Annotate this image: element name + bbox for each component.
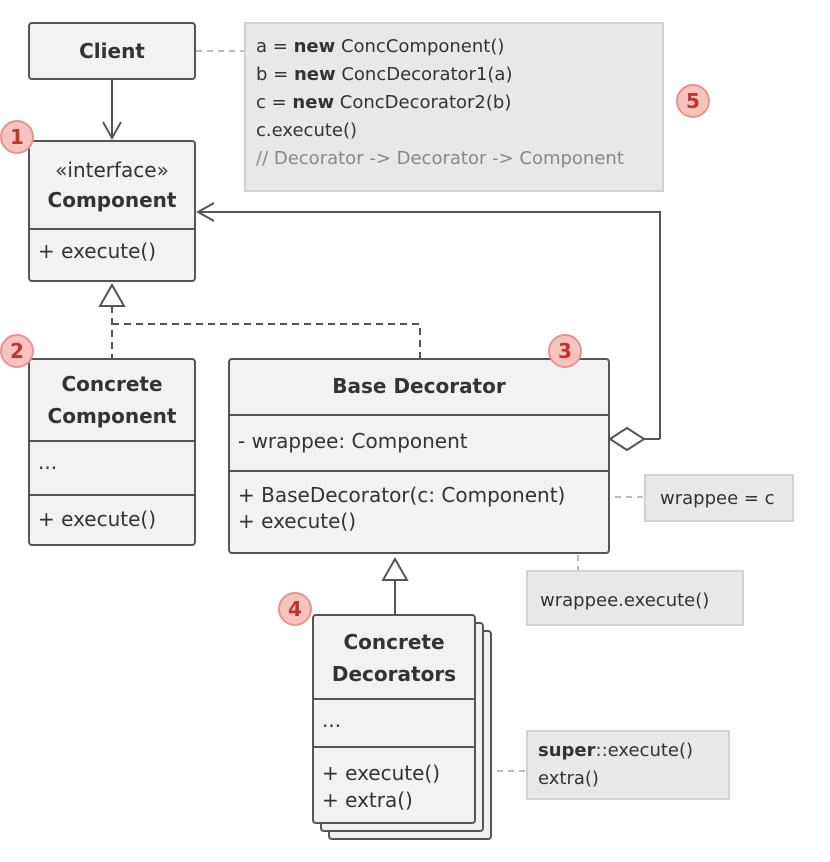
component-interface: «interface» Component + execute() xyxy=(28,140,196,282)
wrappee-assign-note: wrappee = c xyxy=(644,474,794,522)
inheritance-triangle xyxy=(381,556,409,581)
concrete-component-method: + execute() xyxy=(38,507,157,531)
concrete-component-class: Concrete Component ... + execute() xyxy=(28,358,196,546)
wrappee-execute-text: wrappee.execute() xyxy=(540,590,710,611)
concrete-decorators-class: Concrete Decorators ... + execute() + ex… xyxy=(312,614,476,824)
step-badge-1: 1 xyxy=(0,120,34,154)
aggregation-line xyxy=(200,211,661,439)
concrete-decorators-method-2: + extra() xyxy=(322,788,413,812)
client-note-line-2: b = new ConcDecorator1(a) xyxy=(256,64,513,85)
concrete-component-name-1: Concrete xyxy=(61,372,163,396)
client-note-line-1: a = new ConcComponent() xyxy=(256,36,505,57)
concrete-component-fields: ... xyxy=(38,450,58,474)
decorator-execute-note: super::execute() extra() xyxy=(526,730,730,800)
concrete-decorators-fields-section: ... xyxy=(314,698,474,748)
wrappee-assign-text: wrappee = c xyxy=(660,488,775,509)
concrete-decorators-name-1: Concrete xyxy=(343,630,445,654)
step-badge-4: 4 xyxy=(278,592,312,626)
decorator-note-line-1: super::execute() xyxy=(538,740,694,761)
step-badge-2: 2 xyxy=(0,334,34,368)
component-stereotype: «interface» xyxy=(55,158,169,182)
realization-line-right xyxy=(112,323,421,358)
base-decorator-method: + execute() xyxy=(238,509,357,533)
decorator-note-line-2: extra() xyxy=(538,768,599,789)
base-decorator-name: Base Decorator xyxy=(332,374,506,398)
component-methods-section: + execute() xyxy=(30,228,194,280)
step-badge-5: 5 xyxy=(676,84,710,118)
concrete-decorators-method-1: + execute() xyxy=(322,761,441,785)
base-decorator-constructor: + BaseDecorator(c: Component) xyxy=(238,483,566,507)
concrete-component-name-2: Component xyxy=(47,404,177,428)
client-note-line-4: c.execute() xyxy=(256,120,358,141)
realization-triangle xyxy=(98,282,126,307)
step-badge-3: 3 xyxy=(548,334,582,368)
concrete-component-fields-section: ... xyxy=(30,440,194,496)
client-code-note: a = new ConcComponent() b = new ConcDeco… xyxy=(244,22,664,192)
concrete-decorators-methods-section: + execute() + extra() xyxy=(314,746,474,822)
base-decorator-field: - wrappee: Component xyxy=(238,429,468,453)
client-note-line-3: c = new ConcDecorator2(b) xyxy=(256,92,512,113)
base-decorator-fields-section: - wrappee: Component xyxy=(230,414,608,472)
component-method: + execute() xyxy=(38,239,157,263)
client-name: Client xyxy=(79,39,145,63)
client-class: Client xyxy=(28,22,196,80)
client-note-comment: // Decorator -> Decorator -> Component xyxy=(256,148,624,169)
concrete-component-methods-section: + execute() xyxy=(30,494,194,544)
concrete-decorators-fields: ... xyxy=(322,708,342,732)
concrete-decorators-name-2: Decorators xyxy=(331,662,457,686)
component-name: Component xyxy=(47,188,177,212)
aggregation-diamond xyxy=(608,426,646,452)
base-decorator-class: Base Decorator - wrappee: Component + Ba… xyxy=(228,358,610,554)
base-decorator-methods-section: + BaseDecorator(c: Component) + execute(… xyxy=(230,470,608,552)
wrappee-execute-note: wrappee.execute() xyxy=(526,570,744,626)
